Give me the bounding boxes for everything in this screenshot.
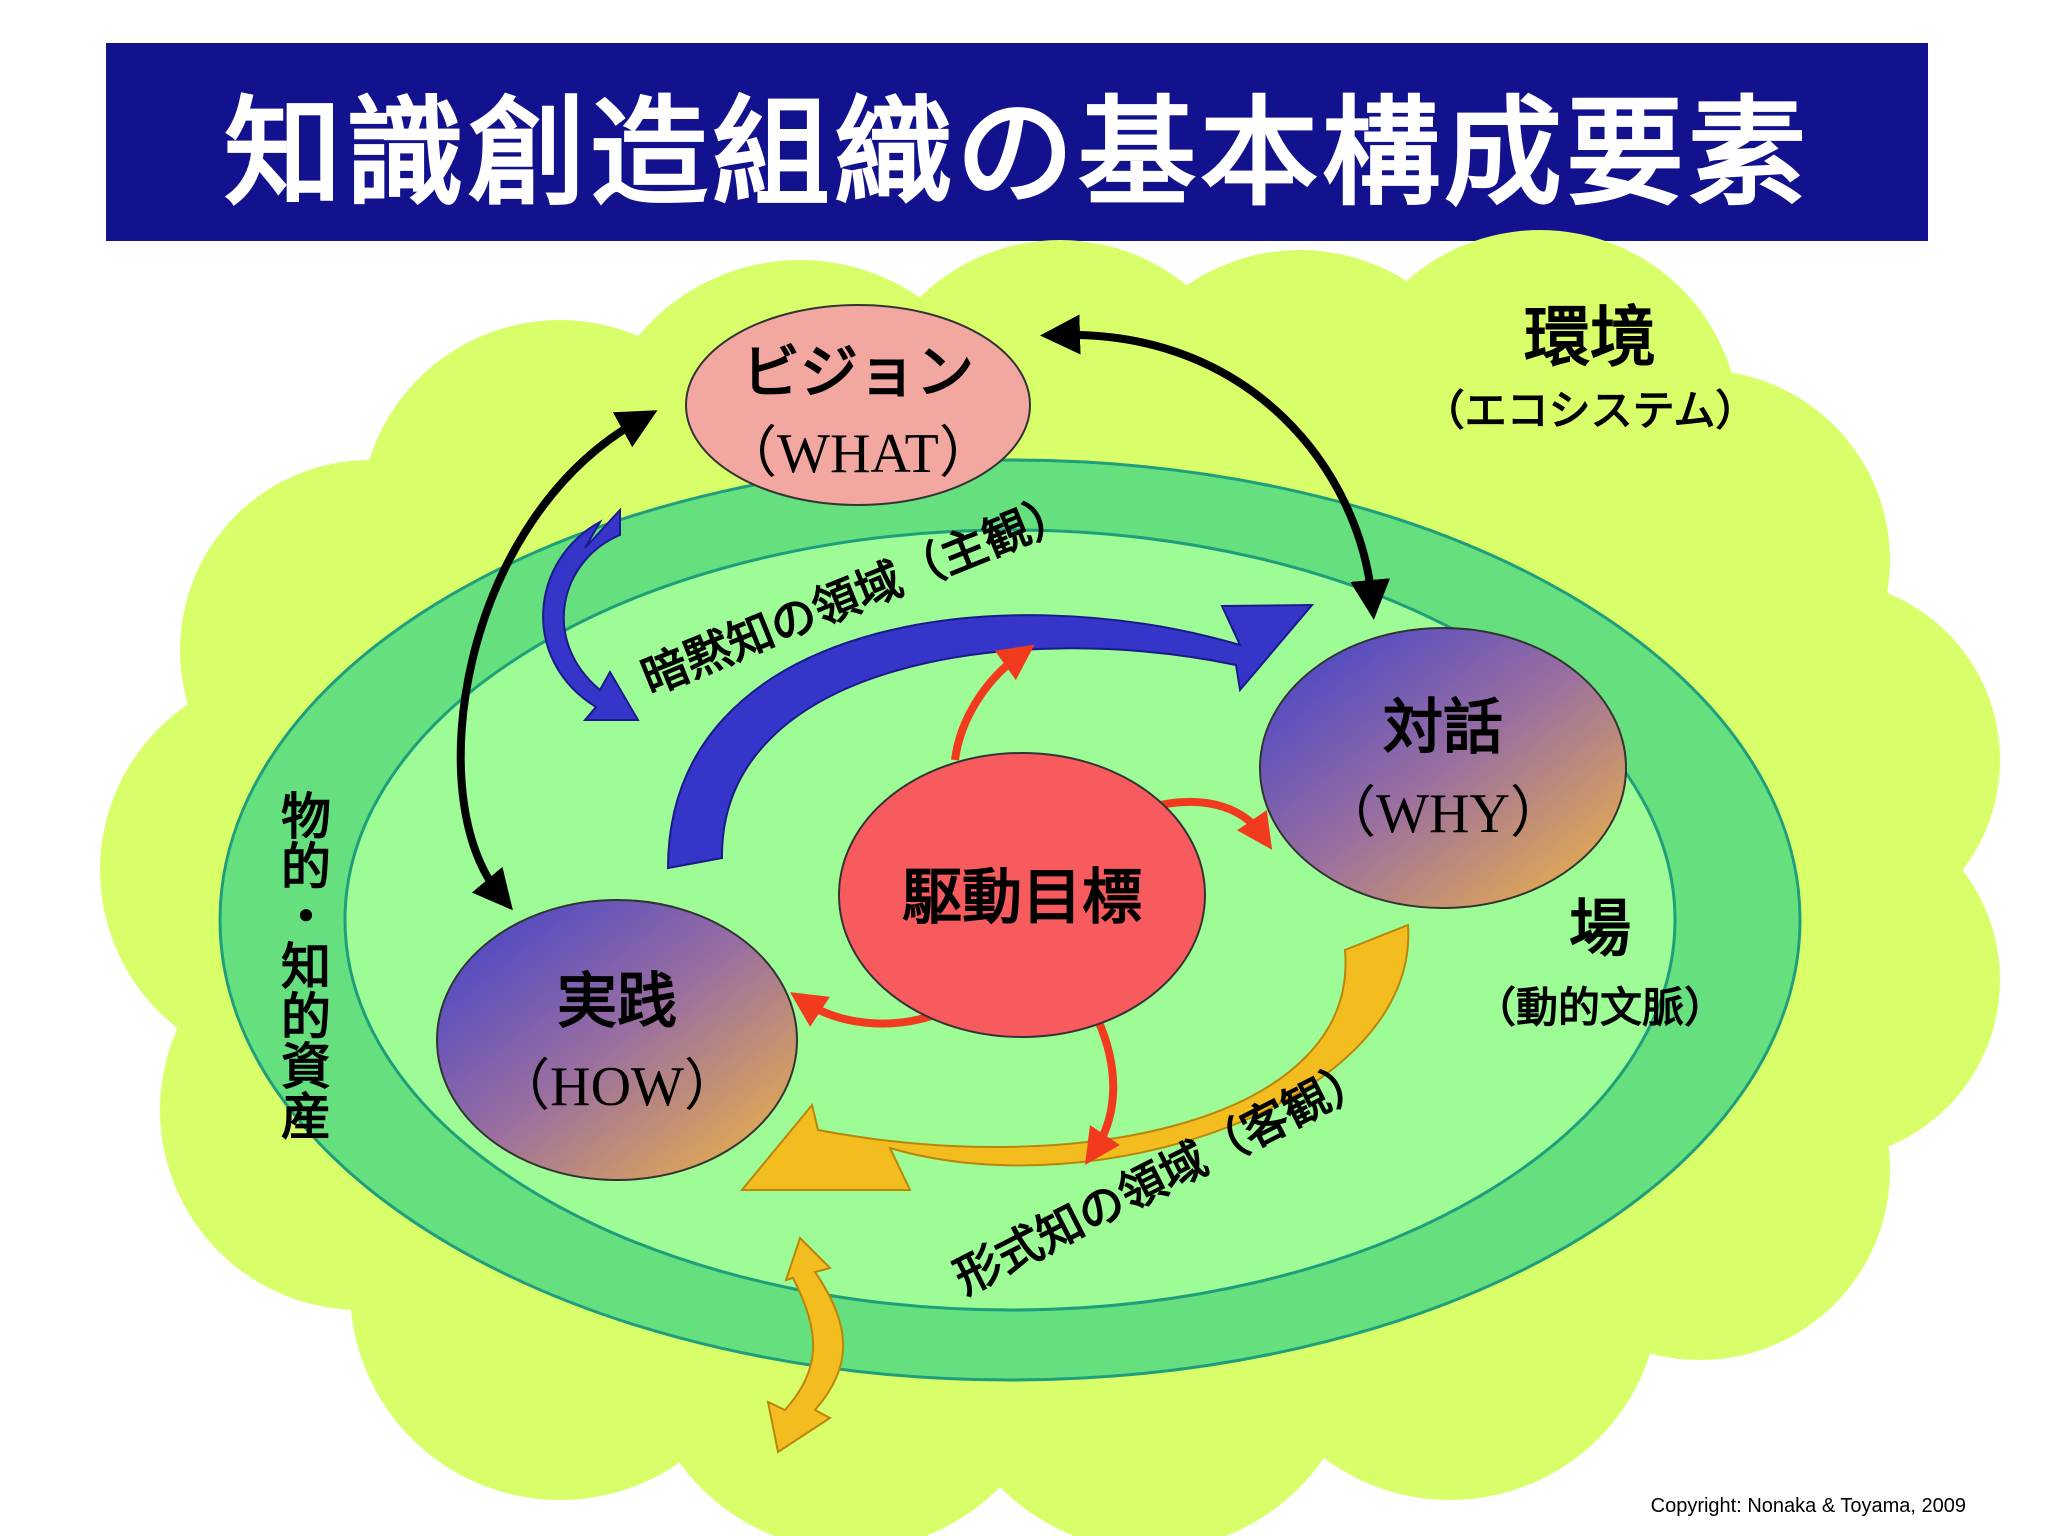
ba-label: 場 [1569,892,1631,965]
vision-environment-arrow [1040,314,1391,620]
driving-goal-node: 駆動目標 [838,752,1206,1038]
assets-label: 物的・知的資産 [273,790,331,1141]
ba-sub: （動的文脈） [1474,983,1726,1032]
goal-to-explicit-arrow [1085,1018,1120,1165]
explicit-knowledge-arrow [739,923,1410,1191]
goal-to-dialogue-arrow [1159,797,1273,850]
dialogue-sub: （WHY） [1320,783,1566,845]
goal-to-vision-arrow [951,644,1035,761]
field-environment-arrow [766,1236,845,1454]
page-title: 知識創造組織の基本構成要素 [223,83,1810,222]
practice-sub: （HOW） [494,1056,740,1118]
environment-sub: （エコシステム） [1423,386,1758,435]
dialogue-node: 対話 （WHY） [1259,627,1627,909]
practice-label: 実践 [557,967,677,1037]
copyright: Copyright: Nonaka & Toyama, 2009 [1650,1495,1966,1517]
vision-sub: （WHAT） [721,423,995,485]
practice-node: 実践 （HOW） [436,899,798,1181]
vision-label: ビジョン [742,338,974,406]
environment-label: 環境 [1524,299,1656,376]
goal-to-practice-arrow [789,992,937,1028]
driving-goal-label: 駆動目標 [902,863,1142,933]
vision-practice-arrow [456,410,658,911]
dialogue-label: 対話 [1383,693,1503,763]
vision-node: ビジョン （WHAT） [685,304,1031,506]
title-bar: 知識創造組織の基本構成要素 [106,43,1928,241]
